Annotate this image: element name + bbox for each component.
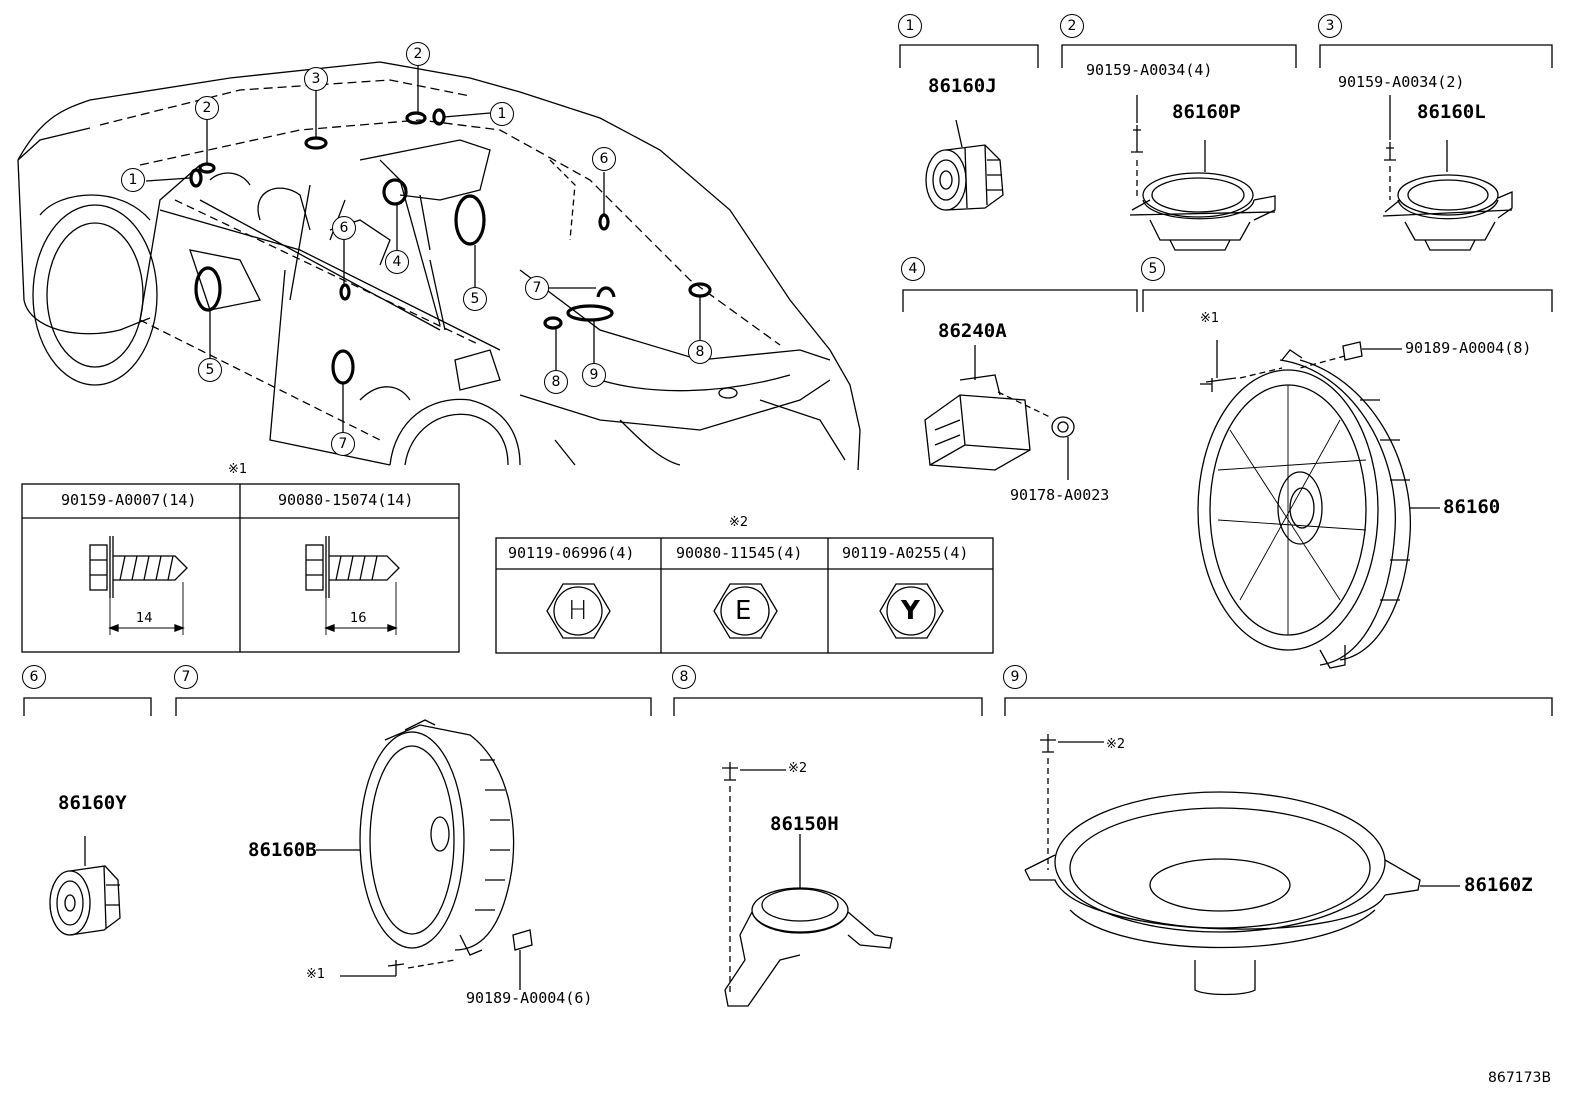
clip-number-section5: 90189-A0004(8) — [1405, 339, 1532, 357]
callout-car-4: 4 — [385, 250, 409, 274]
table2-head-mark-H: H — [568, 596, 588, 626]
section-1-number: 1 — [898, 14, 922, 38]
section-brackets — [23, 44, 1553, 716]
callout-car-6-front: 6 — [332, 216, 356, 240]
callout-car-7-front: 7 — [331, 432, 355, 456]
part-number-86160L: 86160L — [1417, 101, 1486, 123]
nut-number-section4: 90178-A0023 — [1010, 486, 1110, 504]
callout-car-2-front: 2 — [195, 96, 219, 120]
section-3-number: 3 — [1318, 14, 1342, 38]
section-5-number: 5 — [1141, 257, 1165, 281]
part-86160L-drawing — [1382, 95, 1513, 251]
note-mark-section8: ※2 — [788, 761, 808, 776]
section-8-number: 8 — [672, 665, 696, 689]
callout-car-1-front: 1 — [121, 168, 145, 192]
table1-mark: ※1 — [228, 462, 248, 477]
note-mark-section5: ※1 — [1200, 311, 1220, 326]
part-86160-drawing — [1197, 340, 1440, 669]
table1-dim-16: 16 — [350, 611, 367, 626]
table1-dim-14: 14 — [136, 611, 153, 626]
section-9-number: 9 — [1003, 665, 1027, 689]
part-86240A-drawing — [924, 345, 1075, 480]
callout-car-8-right: 8 — [688, 340, 712, 364]
callout-car-2-rear: 2 — [406, 42, 430, 66]
table2-head-mark-Y: Y — [901, 596, 920, 626]
fastener-table-1-lines — [21, 483, 460, 653]
part-number-86150H: 86150H — [770, 813, 839, 835]
section-7-number: 7 — [174, 665, 198, 689]
note-mark-section9: ※2 — [1106, 737, 1126, 752]
part-86150H-drawing — [722, 762, 893, 1007]
table2-col2-header: 90080-11545(4) — [676, 544, 803, 562]
table2-col1-header: 90119-06996(4) — [508, 544, 635, 562]
part-number-86160B: 86160B — [248, 839, 317, 861]
table2-col3-header: 90119-A0255(4) — [842, 544, 969, 562]
callout-car-1-rear: 1 — [490, 102, 514, 126]
callout-car-8-left: 8 — [544, 370, 568, 394]
table1-col2-header: 90080-15074(14) — [278, 491, 414, 509]
part-number-86160: 86160 — [1443, 496, 1501, 518]
screw-number-section3: 90159-A0034(2) — [1338, 73, 1465, 91]
callout-car-5-front: 5 — [198, 358, 222, 382]
part-number-86240A: 86240A — [938, 320, 1007, 342]
part-86160J-drawing — [925, 119, 1004, 211]
note-mark-section7: ※1 — [306, 967, 326, 982]
section-6-number: 6 — [22, 665, 46, 689]
part-number-86160Y: 86160Y — [58, 792, 127, 814]
table2-head-mark-E: E — [735, 596, 752, 626]
part-number-86160P: 86160P — [1172, 101, 1241, 123]
part-86160Y-drawing — [49, 836, 121, 936]
table1-col1-header: 90159-A0007(14) — [61, 491, 197, 509]
callout-car-9: 9 — [582, 363, 606, 387]
clip-number-section7: 90189-A0004(6) — [466, 989, 593, 1007]
callout-car-7-rear: 7 — [525, 276, 549, 300]
part-86160B-drawing — [316, 719, 533, 990]
section-4-number: 4 — [901, 257, 925, 281]
car-cutaway — [17, 61, 861, 471]
screw-number-section2: 90159-A0034(4) — [1086, 61, 1213, 79]
table2-mark: ※2 — [729, 515, 749, 530]
part-86160P-drawing — [1129, 95, 1276, 251]
part-number-86160Z: 86160Z — [1464, 874, 1533, 896]
callout-car-3: 3 — [304, 67, 328, 91]
callout-car-5-rear: 5 — [463, 287, 487, 311]
callout-car-6-rear: 6 — [592, 147, 616, 171]
part-86160Z-drawing — [1024, 734, 1460, 996]
part-number-86160J: 86160J — [928, 75, 997, 97]
fastener-table-2-lines — [495, 537, 994, 654]
diagram-code: 867173B — [1488, 1070, 1552, 1086]
section-2-number: 2 — [1060, 14, 1084, 38]
